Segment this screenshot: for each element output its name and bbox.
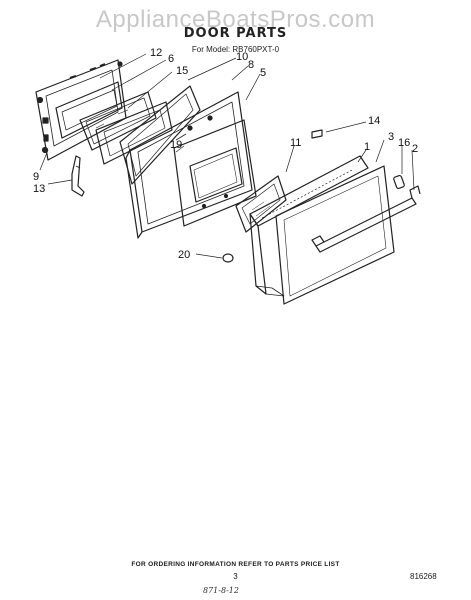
handwritten-note: 871-8-12 bbox=[203, 586, 239, 595]
model-line: For Model: RB760PXT-0 bbox=[191, 45, 280, 54]
handle-end-cap-part bbox=[393, 174, 405, 190]
inner-door-frame-part bbox=[35, 59, 127, 161]
door-gasket-part bbox=[119, 85, 201, 185]
inner-window-glass-part bbox=[55, 81, 123, 139]
callout-1: 1 bbox=[364, 141, 370, 153]
callout-15: 15 bbox=[176, 65, 188, 77]
ordering-note: FOR ORDERING INFORMATION REFER TO PARTS … bbox=[131, 561, 340, 568]
outer-door-face-part bbox=[275, 165, 395, 305]
outer-door-panel-part bbox=[125, 91, 253, 239]
outer-door-frame-part bbox=[249, 155, 369, 297]
callout-14: 14 bbox=[368, 115, 380, 127]
callout-10: 10 bbox=[236, 51, 248, 63]
door-liner-part bbox=[173, 119, 257, 227]
callout-12: 12 bbox=[150, 47, 162, 59]
part-number: 816268 bbox=[410, 572, 437, 581]
glass-frame-part bbox=[95, 101, 173, 165]
watermark: ApplianceBoatsPros.com bbox=[95, 6, 376, 33]
door-hinge-part bbox=[71, 155, 85, 197]
door-handle-part bbox=[311, 185, 421, 253]
outer-glass-part bbox=[235, 175, 287, 233]
callout-11: 11 bbox=[290, 137, 301, 149]
callout-16: 16 bbox=[398, 137, 410, 149]
callout-3: 3 bbox=[388, 131, 394, 143]
leader-lines bbox=[39, 53, 415, 259]
callout-8: 8 bbox=[248, 59, 254, 71]
diagram-title: DOOR PARTS bbox=[183, 26, 288, 41]
bumper-part bbox=[222, 253, 234, 263]
callout-9: 9 bbox=[33, 171, 39, 183]
callout-19: 19 bbox=[170, 139, 182, 151]
callout-13: 13 bbox=[33, 183, 45, 195]
callout-2: 2 bbox=[412, 143, 418, 155]
screw-part bbox=[311, 129, 323, 139]
callout-5: 5 bbox=[260, 67, 266, 79]
callout-20: 20 bbox=[178, 249, 190, 261]
window-pack-part bbox=[79, 91, 157, 151]
page-number: 3 bbox=[233, 572, 238, 581]
callout-6: 6 bbox=[168, 53, 174, 65]
